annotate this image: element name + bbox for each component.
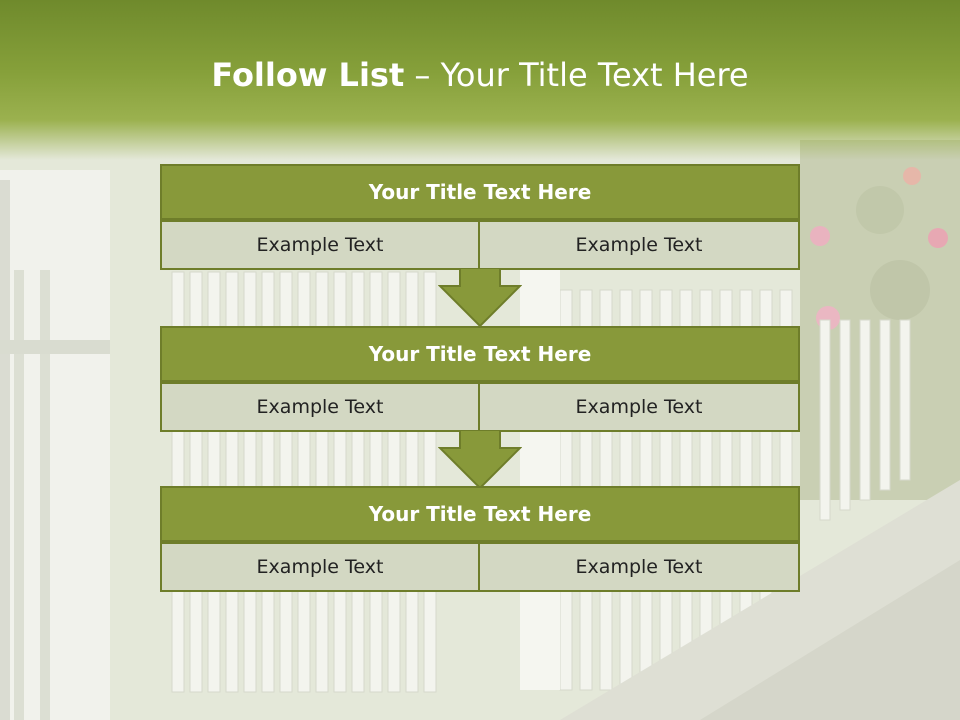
block-cell-left: Example Text	[160, 542, 480, 592]
block-cell-left: Example Text	[160, 220, 480, 270]
down-arrow-icon	[438, 430, 522, 490]
block-title: Your Title Text Here	[160, 326, 800, 382]
block-cell-right: Example Text	[480, 220, 800, 270]
down-arrow-icon	[438, 268, 522, 328]
slide-title-bold: Follow List	[211, 56, 405, 94]
slide-title-rest: – Your Title Text Here	[404, 56, 749, 94]
block-cell-right: Example Text	[480, 382, 800, 432]
slide-title: Follow List – Your Title Text Here	[0, 52, 960, 98]
title-band	[0, 0, 960, 160]
block-title: Your Title Text Here	[160, 486, 800, 542]
block-cell-left: Example Text	[160, 382, 480, 432]
block-title: Your Title Text Here	[160, 164, 800, 220]
block-cell-right: Example Text	[480, 542, 800, 592]
